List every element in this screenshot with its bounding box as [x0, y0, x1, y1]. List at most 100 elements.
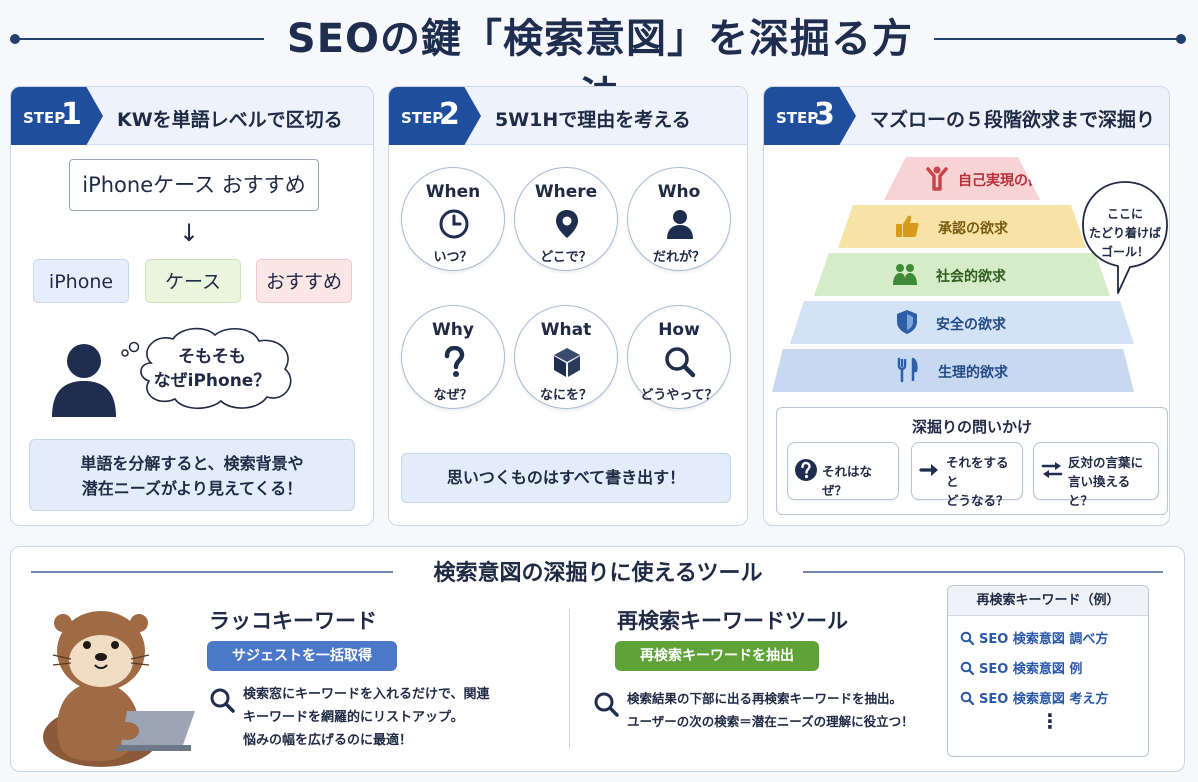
question-line-1: 反対の言葉に	[1068, 455, 1144, 470]
header-rule-right	[934, 38, 1180, 40]
goal-speech-bubble	[1082, 181, 1168, 294]
word-chip-recommend: おすすめ	[256, 259, 352, 303]
step-1-note: 単語を分解すると、検索背景や 潜在ニーズがより見えてくる！	[29, 439, 355, 511]
group-icon	[893, 264, 917, 285]
step-1-badge: STEP 1	[11, 87, 103, 145]
pyramid-tier-social: 社会的欲求	[814, 253, 1110, 296]
search-icon	[960, 631, 974, 645]
question-line-2: どうなる？	[946, 493, 1009, 508]
word-chip-case: ケース	[145, 259, 241, 303]
question-en: Who	[657, 182, 701, 202]
tools-divider	[569, 609, 570, 749]
example-text: SEO 検索意図 例	[979, 662, 1083, 677]
person-cheer-icon	[926, 166, 948, 191]
speech-line-1: ここに	[1106, 207, 1143, 221]
step-label: STEP	[776, 109, 819, 127]
more-indicator: ⋮	[1040, 709, 1060, 733]
desc-line-3: 悩みの幅を広げるのに最適！	[243, 733, 413, 748]
question-text: それはなぜ？	[822, 464, 873, 498]
arrow-right-icon	[919, 464, 938, 476]
step-1-card: STEP 1 KWを単語レベルで区切る iPhoneケース おすすめ ↓ iPh…	[10, 86, 374, 526]
fork-knife-icon	[897, 357, 918, 383]
step-1-title: KWを単語レベルで区切る	[117, 109, 343, 131]
question-where: Where どこで？	[514, 167, 618, 271]
thought-line-2: なぜiPhone？	[153, 371, 271, 391]
question-en: What	[540, 320, 592, 340]
question-en: When	[425, 182, 481, 202]
person-icon	[667, 210, 693, 239]
example-text: SEO 検索意図 考え方	[979, 692, 1109, 707]
swap-arrows-icon	[1041, 462, 1063, 478]
tool-rakko-description: 検索窓にキーワードを入れるだけで、関連 キーワードを網羅的にリストアップ。 悩み…	[243, 683, 563, 752]
tier-label: 社会的欲求	[936, 269, 1006, 285]
desc-line-1: 検索結果の下部に出る再検索キーワードを抽出。	[627, 691, 903, 706]
pyramid-tier-safety: 安全の欲求	[790, 301, 1134, 344]
question-opposite-item: 反対の言葉に 言い換えると？	[1033, 442, 1159, 508]
question-line-2: 言い換えると？	[1068, 474, 1131, 508]
tier-label: 自己実現の欲求	[958, 173, 1056, 189]
step-3-title: マズローの５段階欲求まで深掘り	[870, 109, 1156, 131]
tier-label: 生理的欲求	[938, 365, 1008, 381]
example-keyword-2[interactable]: SEO 検索意図 例	[960, 658, 1082, 677]
question-en: Why	[432, 320, 474, 340]
thumbs-up-icon	[896, 215, 919, 237]
step-label: STEP	[23, 109, 66, 127]
clock-icon	[439, 209, 469, 239]
question-text: 反対の言葉に 言い換えると？	[1068, 453, 1154, 510]
person-icon	[52, 344, 116, 417]
question-result-item: それをすると どうなる？	[911, 442, 1023, 508]
note-line-1: 単語を分解すると、検索背景や	[80, 454, 304, 473]
question-why: Why なぜ？	[401, 305, 505, 409]
step-2-badge: STEP 2	[389, 87, 481, 145]
thought-line-1: そもそも	[178, 347, 246, 367]
question-en: How	[658, 320, 700, 340]
example-keyword-3[interactable]: SEO 検索意図 考え方	[960, 688, 1108, 707]
step-label: STEP	[401, 109, 444, 127]
step-1-header: STEP 1 KWを単語レベルで区切る	[11, 87, 373, 145]
tool-rakko-name: ラッコキーワード	[209, 609, 377, 633]
desc-line-2: キーワードを網羅的にリストアップ。	[243, 710, 464, 725]
question-text: それをすると どうなる？	[946, 453, 1018, 510]
page-header: SEOの鍵「検索意図」を深掘る方法	[0, 0, 1198, 120]
speech-line-2: たどり着けば	[1088, 226, 1161, 240]
note-line-2: 潜在ニーズがより見えてくる！	[81, 479, 303, 498]
question-circle-icon	[795, 459, 817, 481]
step-2-note: 思いつくものはすべて書き出す！	[401, 453, 731, 503]
question-jp: なぜ？	[433, 388, 473, 403]
step-3-badge: STEP 3	[764, 87, 856, 145]
dig-questions-title: 深掘りの問いかけ	[911, 418, 1032, 436]
step-3-card: STEP 3 マズローの５段階欲求まで深掘り 自己実現の欲求 承認の欲求 社会的…	[763, 86, 1170, 526]
magnifier-icon	[594, 692, 619, 717]
tier-label: 承認の欲求	[938, 221, 1008, 237]
question-why-item: それはなぜ？	[787, 442, 899, 500]
step-2-header: STEP 2 5W1Hで理由を考える	[389, 87, 747, 145]
otter-mascot-icon	[43, 611, 195, 767]
research-keyword-examples: 再検索キーワード（例） SEO 検索意図 調べ方 SEO 検索意図 例 SEO …	[947, 585, 1149, 757]
pyramid-tier-physiological: 生理的欲求	[772, 349, 1134, 392]
tools-rule-right	[803, 571, 1163, 573]
word-chip-iphone: iPhone	[33, 259, 129, 303]
tool-research-description: 検索結果の下部に出る再検索キーワードを抽出。 ユーザーの次の検索＝潜在ニーズの理…	[627, 687, 943, 733]
examples-title: 再検索キーワード（例）	[948, 586, 1148, 616]
thought-text: そもそも なぜiPhone？	[131, 345, 293, 393]
step-3-header: STEP 3 マズローの５段階欲求まで深掘り	[764, 87, 1169, 145]
question-jp: どこで？	[540, 250, 592, 265]
tools-rule-left	[31, 571, 393, 573]
magnifier-icon	[210, 688, 235, 713]
example-text: SEO 検索意図 調べ方	[979, 632, 1109, 647]
tool-research-name: 再検索キーワードツール	[617, 609, 848, 633]
question-jp: いつ？	[433, 250, 473, 265]
tools-title: 検索意図の深掘りに使えるツール	[433, 561, 763, 586]
question-line-1: それをすると	[946, 455, 1009, 489]
arrow-down-icon: ↓	[179, 219, 200, 247]
desc-line-1: 検索窓にキーワードを入れるだけで、関連	[243, 687, 490, 702]
location-pin-icon	[556, 210, 578, 238]
step-number: 3	[814, 97, 835, 132]
magnifier-icon	[665, 347, 696, 378]
dig-questions-box: 深掘りの問いかけ それはなぜ？ それをすると どうなる？	[776, 407, 1168, 515]
question-jp: だれが？	[652, 250, 705, 265]
goal-speech-text: ここに たどり着けば ゴール！	[1086, 205, 1164, 262]
header-dot-right	[1176, 34, 1186, 44]
step-number: 1	[61, 97, 82, 132]
example-keyword-1[interactable]: SEO 検索意図 調べ方	[960, 628, 1108, 647]
